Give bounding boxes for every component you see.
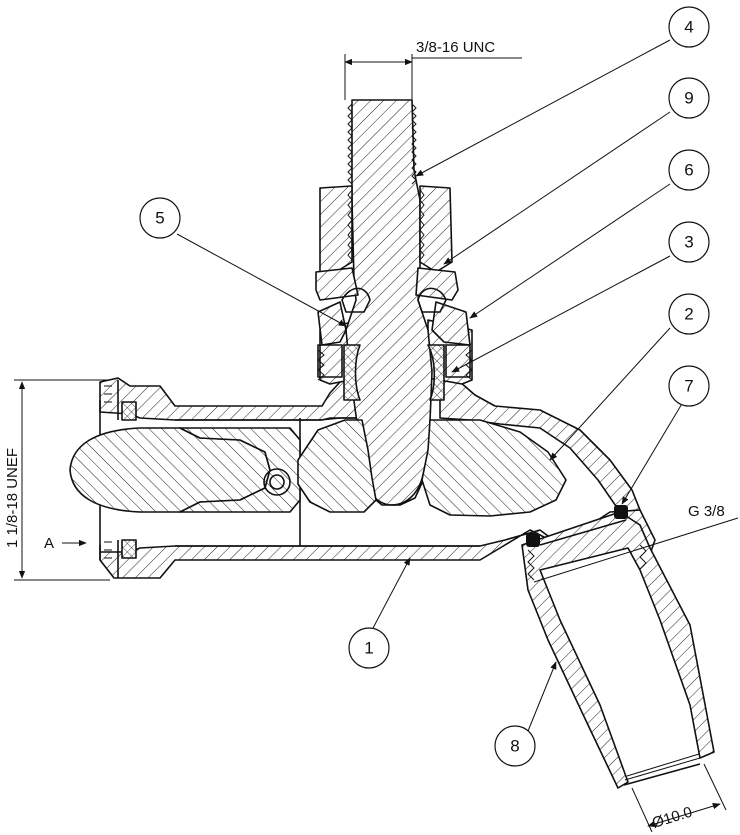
svg-text:2: 2 [684,305,693,324]
spout [521,505,715,789]
valve-lobe [297,419,567,517]
view-label: A [44,535,54,552]
body-thread-label: 1 1/8-18 UNEF [4,448,21,548]
bonnet [317,287,473,381]
svg-text:7: 7 [684,377,693,396]
svg-text:9: 9 [684,89,693,108]
ball-seal [343,344,445,401]
balloon-6: 6 [668,149,710,191]
o-ring-top [614,505,628,519]
balloon-7: 7 [668,365,710,407]
front-shuttle [69,401,301,559]
balloon-5: 5 [139,197,181,239]
o-ring-bottom [526,533,540,547]
svg-text:8: 8 [510,737,519,756]
balloon-1: 1 [348,627,390,669]
dim-stem-thread: 3/8-16 UNC [344,39,522,100]
dim-spout-thread: G 3/8 [533,503,739,583]
balloon-8: 8 [494,725,536,767]
spout-thread-label: G 3/8 [688,503,725,520]
leader-lines [176,39,684,737]
stem-thread-label: 3/8-16 UNC [416,39,495,56]
dim-body-thread: 1 1/8-18 UNEF [4,379,110,581]
svg-text:6: 6 [684,161,693,180]
svg-text:1: 1 [364,639,373,658]
svg-text:3: 3 [684,233,693,252]
shuttle-pin [263,468,291,496]
balloon-3: 3 [668,221,710,263]
svg-text:4: 4 [684,18,693,37]
spout-diameter-label: Ø10.0 [650,804,694,832]
balloon-2: 2 [668,293,710,335]
collar-nut [315,185,459,301]
svg-text:5: 5 [155,209,164,228]
balloon-4: 4 [668,6,710,48]
balloon-9: 9 [668,77,710,119]
view-arrow-a: A [44,535,87,552]
